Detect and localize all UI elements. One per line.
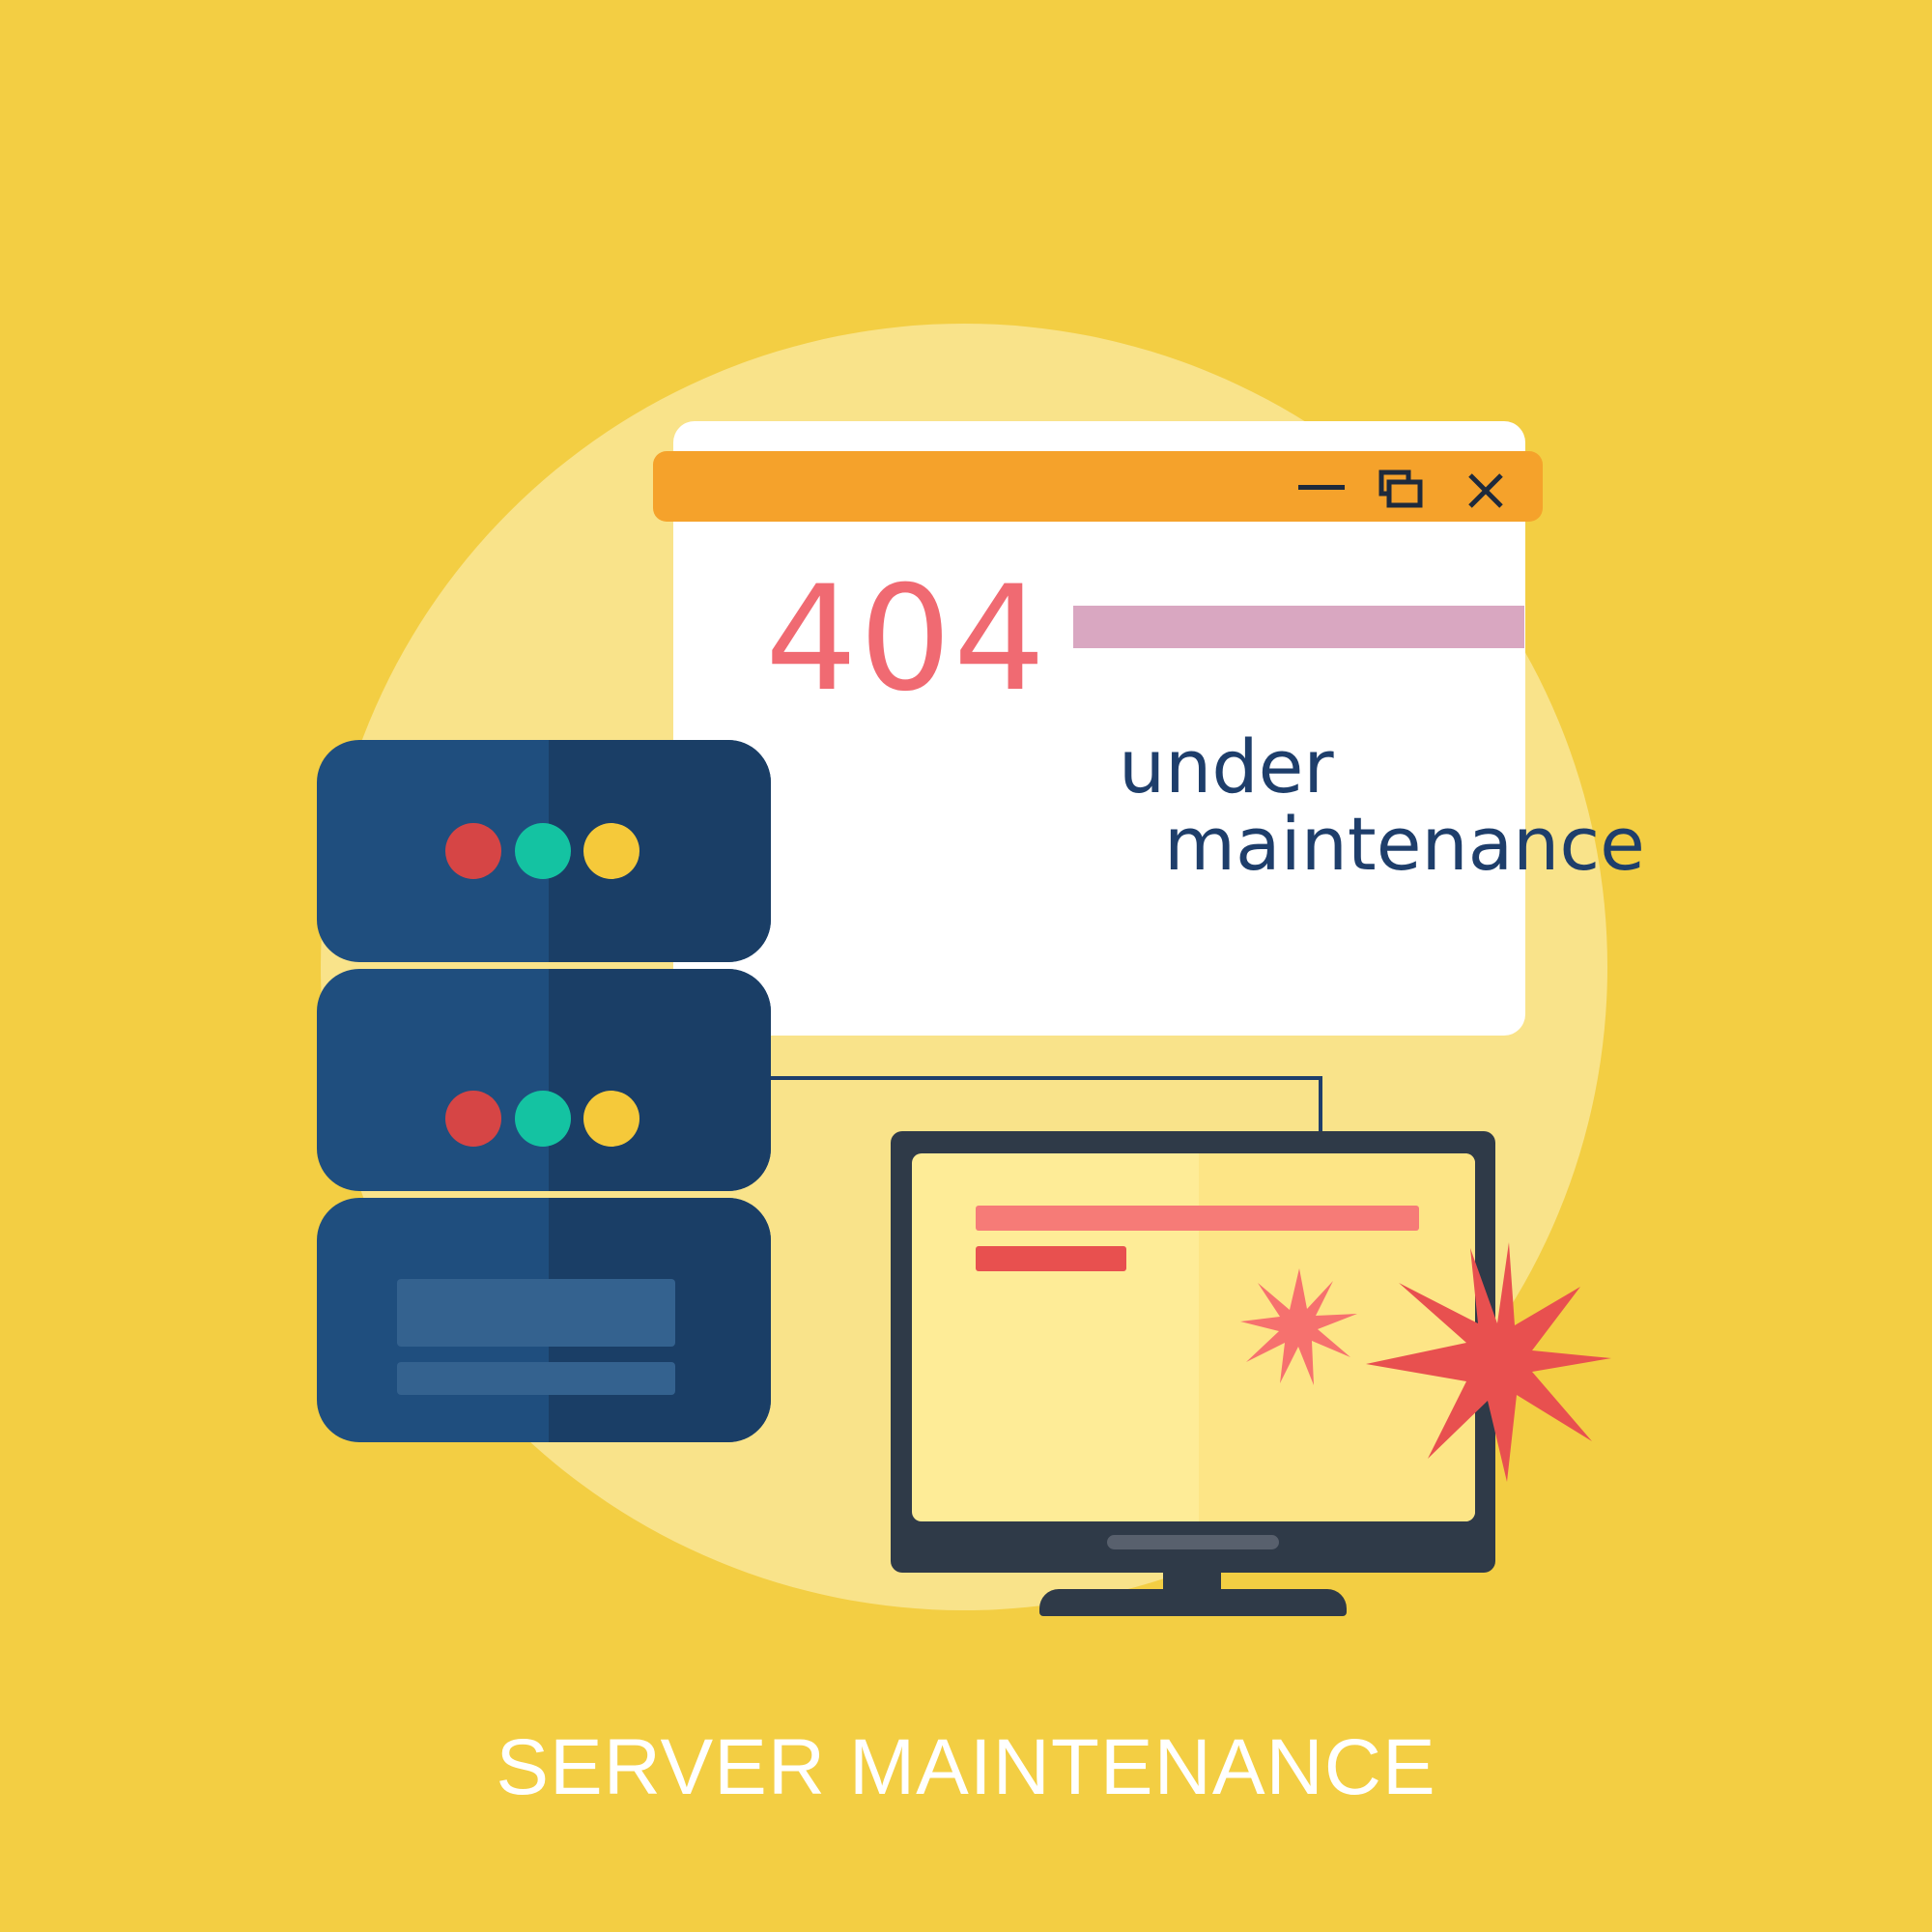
status-led-yellow xyxy=(583,823,639,879)
server-unit-2 xyxy=(317,969,771,1191)
browser-window xyxy=(673,421,1525,1036)
monitor-stand xyxy=(1039,1589,1347,1616)
title-placeholder-bar xyxy=(1073,606,1524,648)
connector-server-to-monitor xyxy=(771,1076,1322,1131)
window-controls xyxy=(1298,469,1423,508)
restore-icon[interactable] xyxy=(1378,469,1423,508)
drive-slot xyxy=(397,1362,675,1395)
maintenance-message-line2: maintenance xyxy=(1164,801,1645,887)
page-title: SERVER MAINTENANCE xyxy=(496,1723,1436,1811)
status-led-yellow xyxy=(583,1091,639,1147)
burst-icon-large xyxy=(1366,1242,1611,1482)
close-icon[interactable] xyxy=(1466,471,1505,510)
monitor-logo-slot xyxy=(1107,1535,1279,1549)
status-led-red xyxy=(445,823,501,879)
monitor-neck xyxy=(1163,1573,1221,1594)
drive-slot xyxy=(397,1279,675,1347)
server-unit-1 xyxy=(317,740,771,962)
minimize-icon[interactable] xyxy=(1298,485,1345,490)
screen-text-bar xyxy=(976,1206,1419,1231)
error-code: 404 xyxy=(765,555,1048,724)
server-unit-3 xyxy=(317,1198,771,1442)
screen-text-bar-short xyxy=(976,1246,1126,1271)
status-led-red xyxy=(445,1091,501,1147)
maintenance-message-line1: under xyxy=(1119,724,1334,810)
burst-icon-small xyxy=(1240,1268,1357,1385)
status-led-green xyxy=(515,823,571,879)
status-led-green xyxy=(515,1091,571,1147)
